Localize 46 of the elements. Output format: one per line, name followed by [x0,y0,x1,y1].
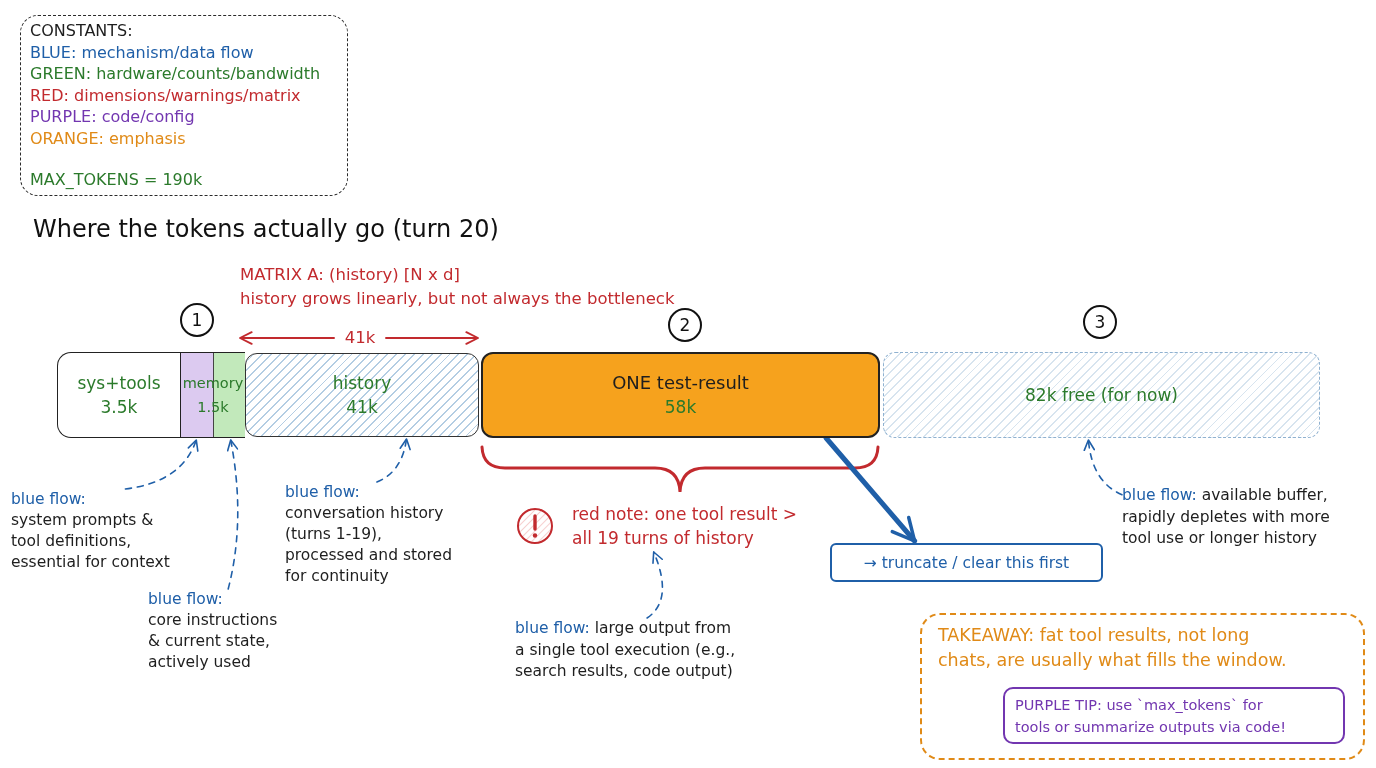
segment-label: history [332,372,392,395]
warning-note: red note: one tool result > all 19 turns of history [572,503,798,550]
segment-label: ONE test-result [612,371,749,395]
color-key-line: PURPLE: code/config [30,106,195,128]
annotation-heading: blue flow: [285,482,360,503]
dashed-arrow [646,551,664,619]
segment-label: sys+tools [77,372,161,395]
segment-value: 3.5k [100,396,138,419]
dashed-arrow [376,438,411,483]
action-text: → truncate / clear this first [863,552,1070,573]
annotation-text: conversation history (turns 1-19), processed and stored for continuity [285,503,452,587]
takeaway-text: TAKEAWAY: fat tool results, not long chats, are usually what fills the window. [938,624,1287,672]
dashed-arrow [1083,439,1123,496]
color-key-line: GREEN: hardware/counts/bandwidth [30,63,321,85]
dashed-arrow [226,439,239,590]
dashed-bar-segment [883,352,1320,438]
constants-panel [20,15,348,196]
annotation-text: core instructions & current state, actively used [148,610,278,673]
matrix-label: MATRIX A: (history) [N x d] [240,264,460,286]
color-key-line: BLUE: mechanism/data flow [30,41,254,63]
callout-number: 3 [1083,305,1117,339]
constant-line: MAX_TOKENS = 190k [30,169,203,191]
segment-label: 82k free (for now) [1025,384,1178,407]
annotation-heading: blue flow: [148,589,223,610]
thick-arrow [823,435,918,544]
diagram-title: Where the tokens actually go (turn 20) [33,214,499,244]
highlighted-bar-segment [481,352,880,438]
annotation-text: blue flow: available buffer, rapidly depletes with more tool use or longer history [1122,485,1330,549]
segment-value: 41k [346,396,378,419]
annotation-text: blue flow: large output from a single tool execution (e.g., search results, code output) [515,618,736,682]
callout-number: 2 [668,308,702,342]
matrix-note: history grows linearly, but not always the bottleneck [240,288,675,310]
takeaway-panel [920,613,1365,760]
annotation-text: system prompts & tool definitions, essential for context [11,510,170,573]
hatched-bar-segment [245,353,479,437]
segment-value: 58k [664,396,697,419]
color-key-line: ORANGE: emphasis [30,127,186,149]
annotation-heading: blue flow: [11,489,86,510]
dashed-arrow [124,439,199,490]
tip-text: PURPLE TIP: use `max_tokens` for tools or summarize outputs via code! [1015,696,1286,737]
dimension-label: 41k [344,327,376,349]
tip-box [1003,687,1345,744]
action-box [830,543,1103,582]
callout-number: 1 [180,303,214,337]
constants-heading: CONSTANTS: [30,20,133,42]
color-key-line: RED: dimensions/warnings/matrix [30,84,301,106]
